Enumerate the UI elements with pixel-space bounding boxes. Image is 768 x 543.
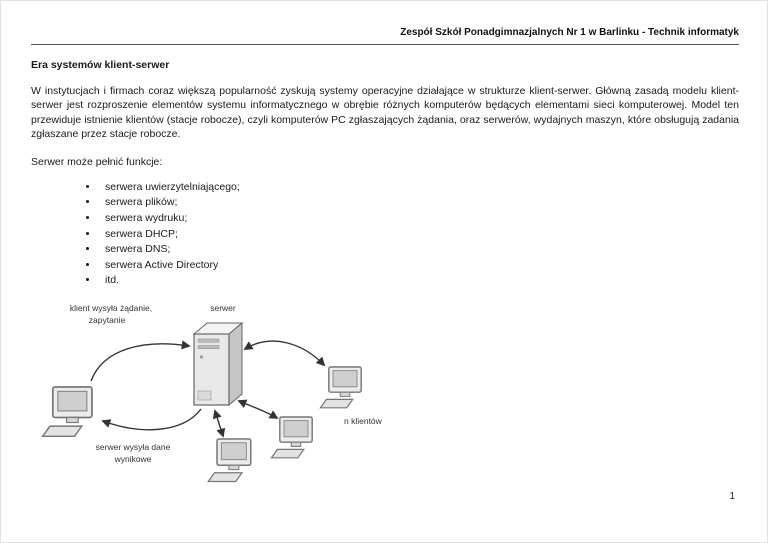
functions-intro: Serwer może pełnić funkcje: — [31, 155, 163, 168]
client-icon-bottom — [207, 437, 252, 482]
label-client-request-line2: zapytanie — [89, 315, 126, 325]
response-arrow — [101, 408, 202, 430]
server-bottom-client-arrow — [212, 408, 226, 438]
list-item: itd. — [99, 273, 739, 289]
list-item: serwera plików; — [99, 195, 739, 211]
server-bottomright-client-arrow — [237, 399, 279, 419]
school-name: Zespół Szkół Ponadgimnazjalnych Nr 1 w B… — [400, 27, 739, 38]
header-divider — [31, 44, 739, 45]
request-arrow — [90, 340, 191, 381]
document-title: Era systemów klient-serwer — [31, 59, 170, 71]
list-item: serwera Active Directory — [99, 258, 739, 274]
label-client-request-line1: klient wysyła żądanie, — [70, 303, 152, 313]
client-icon-bottom-right — [270, 415, 313, 459]
list-item: serwera DNS; — [99, 242, 739, 258]
client-icon-left — [41, 385, 93, 437]
label-server: serwer — [210, 303, 236, 313]
server-icon — [192, 321, 244, 406]
label-n-clients: n klientów — [344, 416, 383, 426]
list-item: serwera DHCP; — [99, 227, 739, 243]
list-item: serwera wydruku; — [99, 211, 739, 227]
label-server-response-line2: wynikowe — [114, 454, 152, 464]
page-number: 1 — [729, 491, 735, 502]
document-body: Era systemów klient-serwer W instytucjac… — [1, 45, 767, 504]
list-item: serwera uwierzytelniającego; — [99, 180, 739, 196]
diagram-svg: klient wysyła żądanie, zapytanie serwer … — [41, 303, 383, 482]
client-server-diagram: klient wysyła żądanie, zapytanie serwer … — [31, 299, 739, 504]
client-icon-right — [319, 365, 362, 409]
server-functions-list: serwera uwierzytelniającego; serwera pli… — [31, 180, 739, 289]
server-right-client-arrow — [243, 340, 326, 366]
label-server-response-line1: serwer wysyła dane — [96, 442, 171, 452]
page-header: Zespół Szkół Ponadgimnazjalnych Nr 1 w B… — [1, 1, 767, 42]
intro-paragraph: W instytucjach i firmach coraz większą p… — [31, 85, 739, 141]
